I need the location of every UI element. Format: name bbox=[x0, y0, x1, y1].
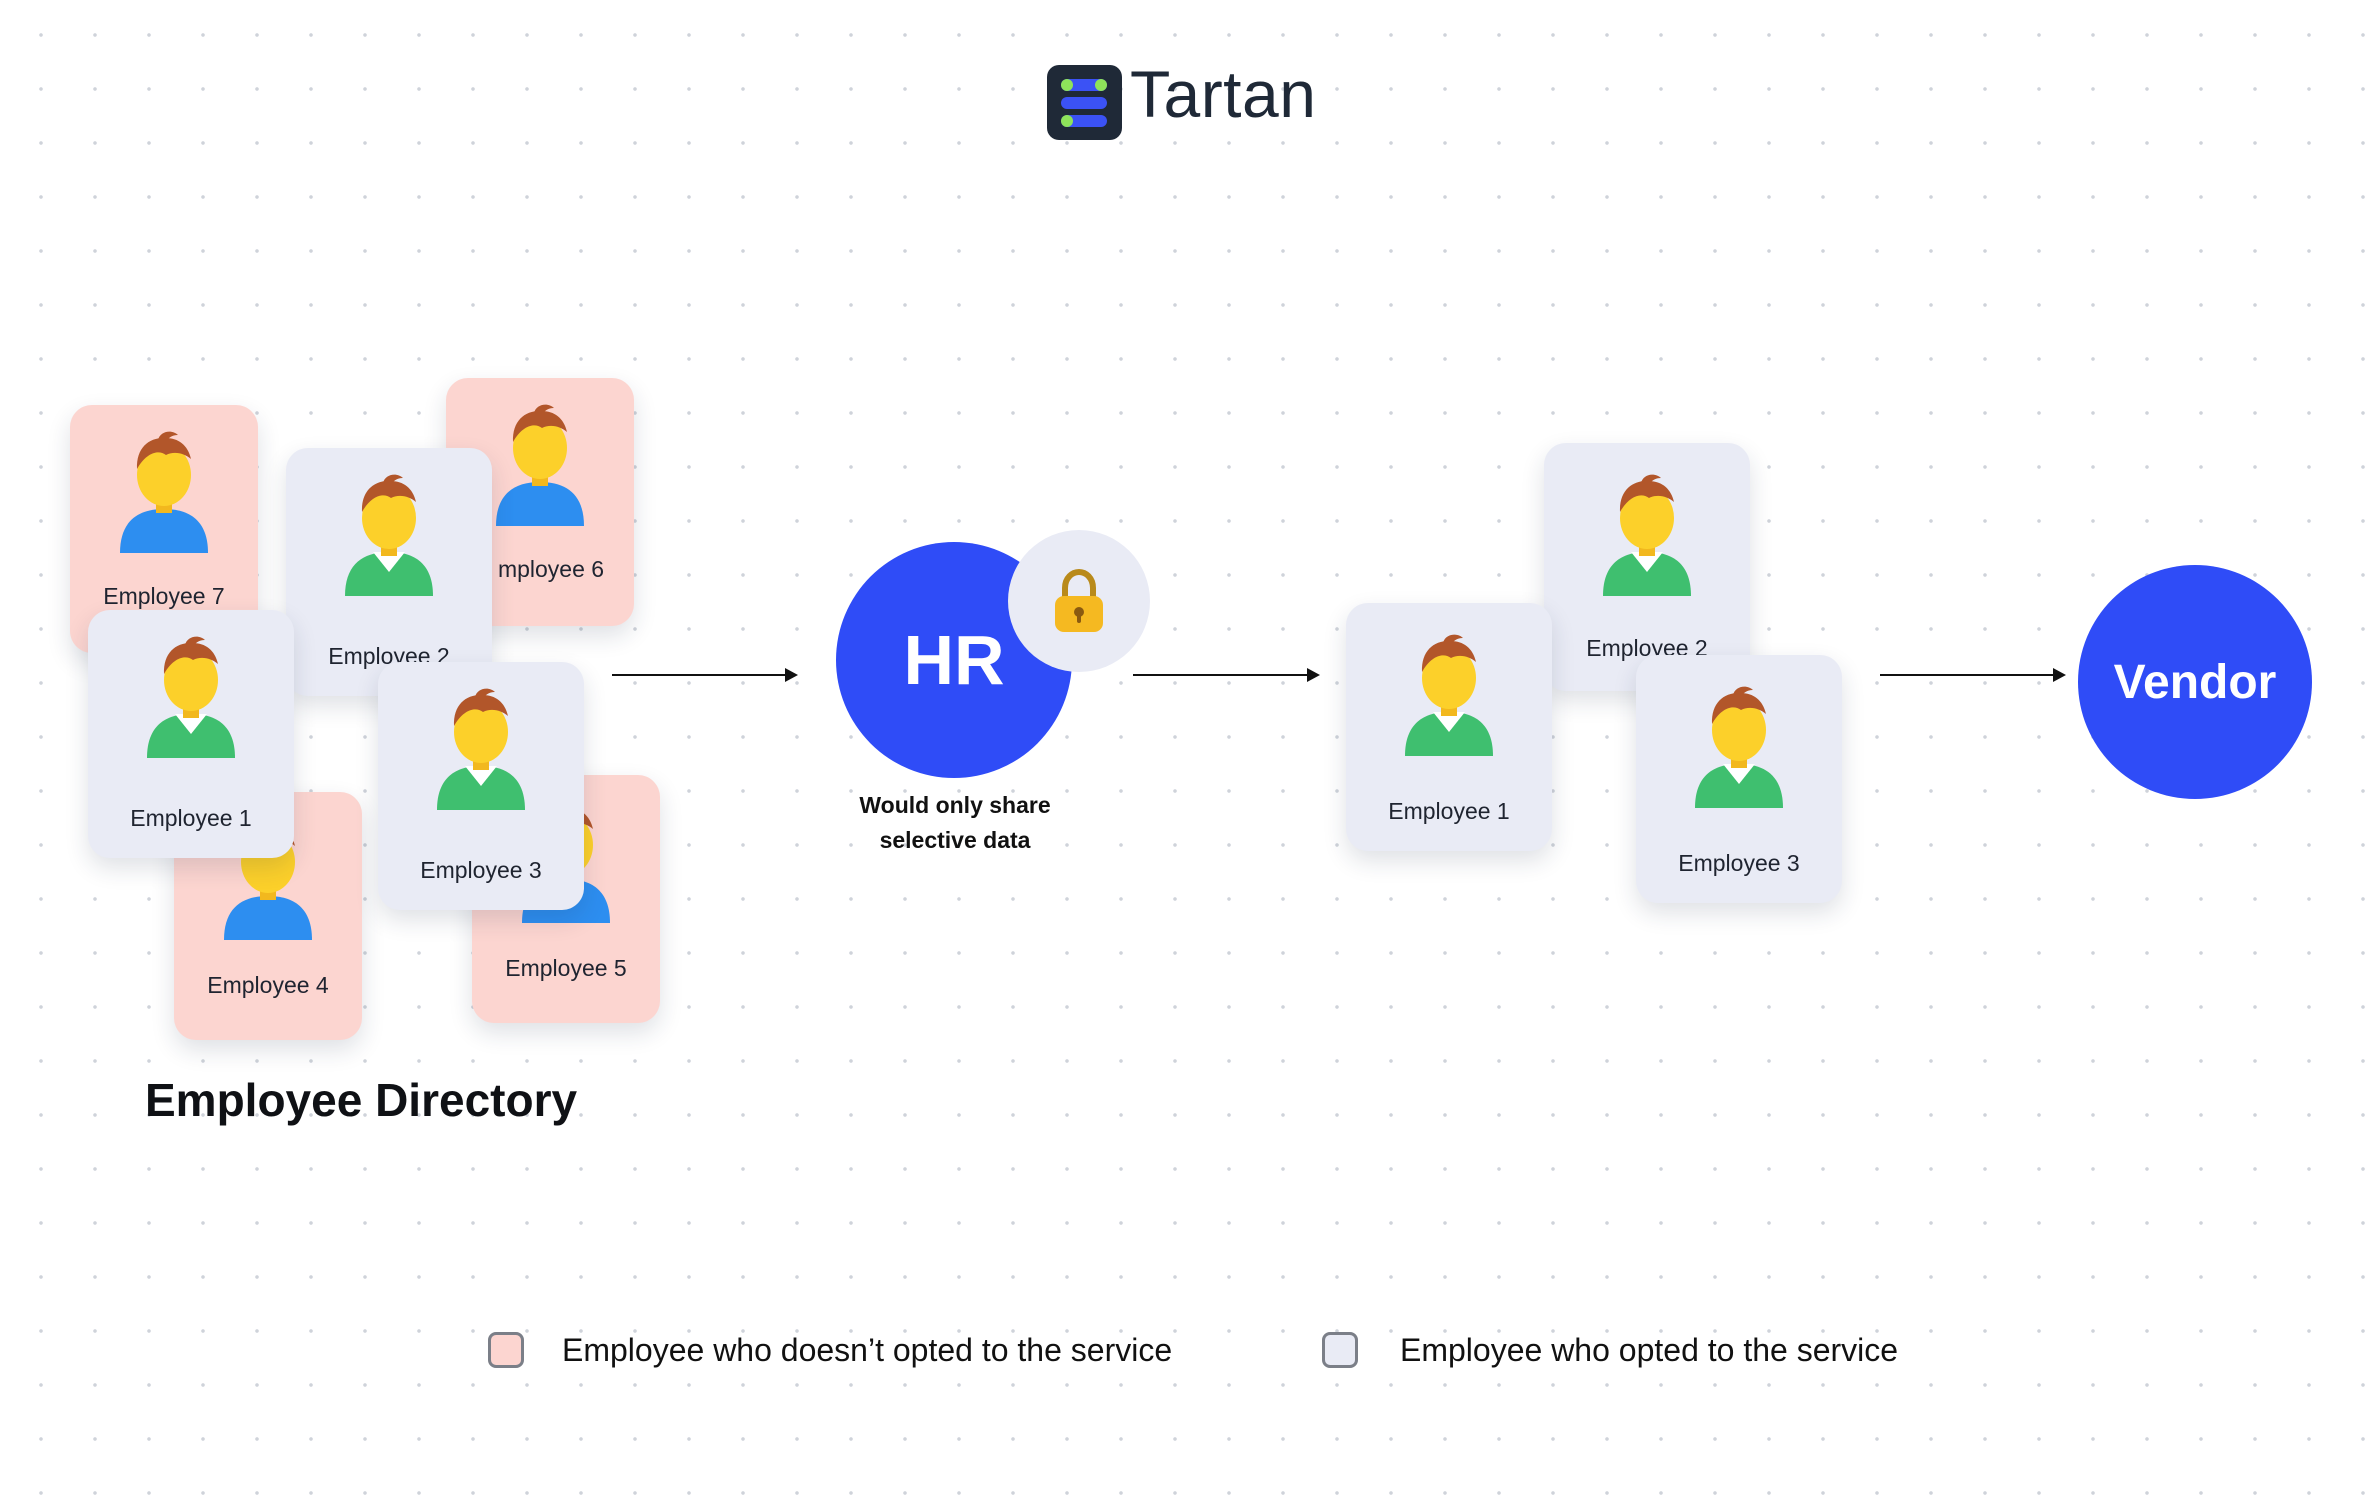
person-icon bbox=[431, 682, 531, 812]
person-icon bbox=[141, 630, 241, 760]
employee-label: Employee 3 bbox=[378, 857, 584, 884]
person-icon bbox=[1399, 628, 1499, 758]
employee-card: Employee 3 bbox=[1636, 655, 1842, 903]
person-icon bbox=[1597, 468, 1697, 598]
hr-caption-line-2: selective data bbox=[820, 823, 1090, 858]
hr-caption: Would only share selective data bbox=[820, 788, 1090, 858]
employee-card: Employee 1 bbox=[88, 610, 294, 858]
employee-label: Employee 7 bbox=[70, 583, 258, 610]
legend-swatch-opted bbox=[1322, 1332, 1358, 1368]
employee-label: mployee 6 bbox=[468, 556, 634, 583]
person-icon bbox=[1689, 680, 1789, 810]
employee-card: Employee 2 bbox=[1544, 443, 1750, 691]
employee-card: Employee 3 bbox=[378, 662, 584, 910]
employee-label: Employee 3 bbox=[1636, 850, 1842, 877]
lock-icon bbox=[1051, 568, 1107, 634]
legend-label-not-opted: Employee who doesn’t opted to the servic… bbox=[562, 1332, 1172, 1369]
flow-arrow bbox=[612, 674, 796, 676]
hr-label: HR bbox=[903, 620, 1004, 700]
employee-label: Employee 1 bbox=[1346, 798, 1552, 825]
person-icon bbox=[339, 468, 439, 598]
flow-arrow bbox=[1133, 674, 1318, 676]
vendor-label: Vendor bbox=[2114, 655, 2277, 710]
employee-card: Employee 1 bbox=[1346, 603, 1552, 851]
employee-label: Employee 4 bbox=[174, 972, 362, 999]
legend-label-opted: Employee who opted to the service bbox=[1400, 1332, 1898, 1369]
person-icon bbox=[490, 398, 590, 528]
lock-badge bbox=[1008, 530, 1150, 672]
flow-arrow bbox=[1880, 674, 2064, 676]
brand-name: Tartan bbox=[1130, 56, 1316, 132]
employee-label: Employee 1 bbox=[88, 805, 294, 832]
vendor-circle: Vendor bbox=[2078, 565, 2312, 799]
directory-title: Employee Directory bbox=[145, 1073, 577, 1127]
employee-card: Employee 2 bbox=[286, 448, 492, 696]
hr-caption-line-1: Would only share bbox=[820, 788, 1090, 823]
person-icon bbox=[114, 425, 214, 555]
legend-swatch-not-opted bbox=[488, 1332, 524, 1368]
employee-label: Employee 5 bbox=[472, 955, 660, 982]
tartan-logo-icon bbox=[1047, 65, 1122, 140]
